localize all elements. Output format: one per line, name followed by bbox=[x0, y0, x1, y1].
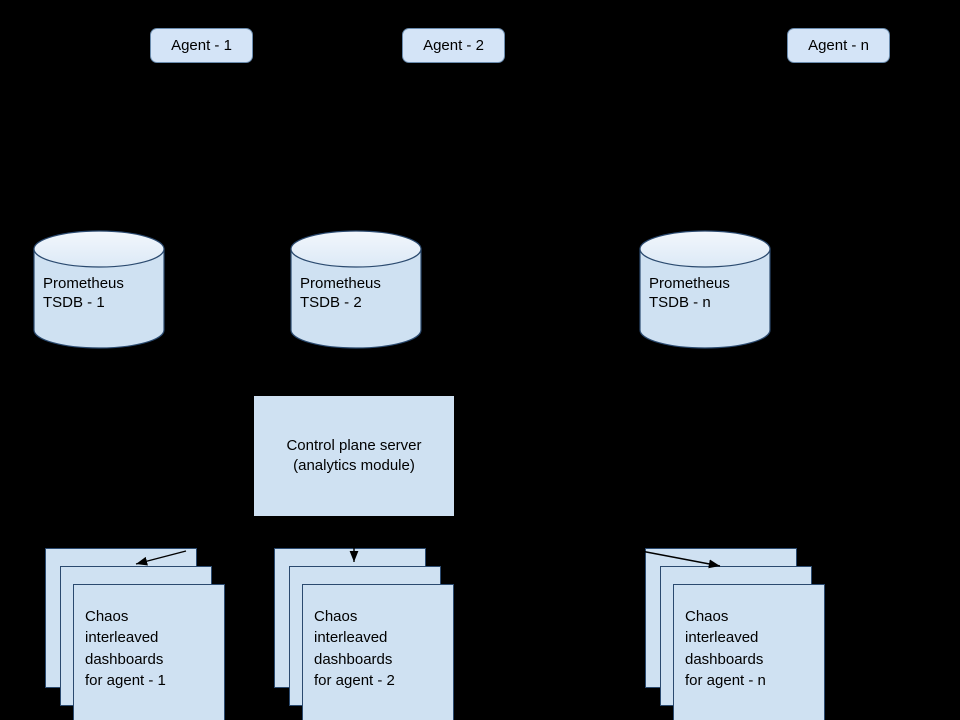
cylinder-icon bbox=[639, 230, 771, 349]
prometheus-tsdb-node-n[interactable]: Prometheus TSDB - n bbox=[639, 230, 771, 350]
agent-node-1-label: Agent - 1 bbox=[171, 36, 232, 54]
dashboard-stack-2[interactable]: Chaos interleaved dashboards for agent -… bbox=[274, 548, 456, 720]
control-plane-server-label: Control plane server (analytics module) bbox=[286, 436, 422, 474]
agent-node-n-label: Agent - n bbox=[808, 36, 869, 54]
dashboard-sheet-front bbox=[73, 584, 225, 720]
dashboard-stack-2-label: Chaos interleaved dashboards for agent -… bbox=[314, 608, 395, 689]
cylinder-icon bbox=[290, 230, 422, 349]
prometheus-tsdb-node-1-label: Prometheus TSDB - 1 bbox=[43, 275, 124, 311]
agent-node-2-label: Agent - 2 bbox=[423, 36, 484, 54]
agent-node-n[interactable]: Agent - n bbox=[787, 28, 890, 63]
dashboard-stack-1[interactable]: Chaos interleaved dashboards for agent -… bbox=[45, 548, 227, 720]
prometheus-tsdb-node-2-label: Prometheus TSDB - 2 bbox=[300, 275, 381, 311]
prometheus-tsdb-node-n-label: Prometheus TSDB - n bbox=[649, 275, 730, 311]
dashboard-stack-1-label: Chaos interleaved dashboards for agent -… bbox=[85, 608, 166, 689]
dashboard-sheet-front bbox=[673, 584, 825, 720]
dashboard-stack-n[interactable]: Chaos interleaved dashboards for agent -… bbox=[645, 548, 827, 720]
prometheus-tsdb-node-1[interactable]: Prometheus TSDB - 1 bbox=[33, 230, 165, 350]
prometheus-tsdb-node-2[interactable]: Prometheus TSDB - 2 bbox=[290, 230, 422, 350]
agent-node-1[interactable]: Agent - 1 bbox=[150, 28, 253, 63]
control-plane-server-node[interactable]: Control plane server (analytics module) bbox=[254, 396, 454, 516]
cylinder-icon bbox=[33, 230, 165, 349]
dashboard-sheet-front bbox=[302, 584, 454, 720]
agent-node-2[interactable]: Agent - 2 bbox=[402, 28, 505, 63]
dashboard-stack-n-label: Chaos interleaved dashboards for agent -… bbox=[685, 608, 766, 689]
